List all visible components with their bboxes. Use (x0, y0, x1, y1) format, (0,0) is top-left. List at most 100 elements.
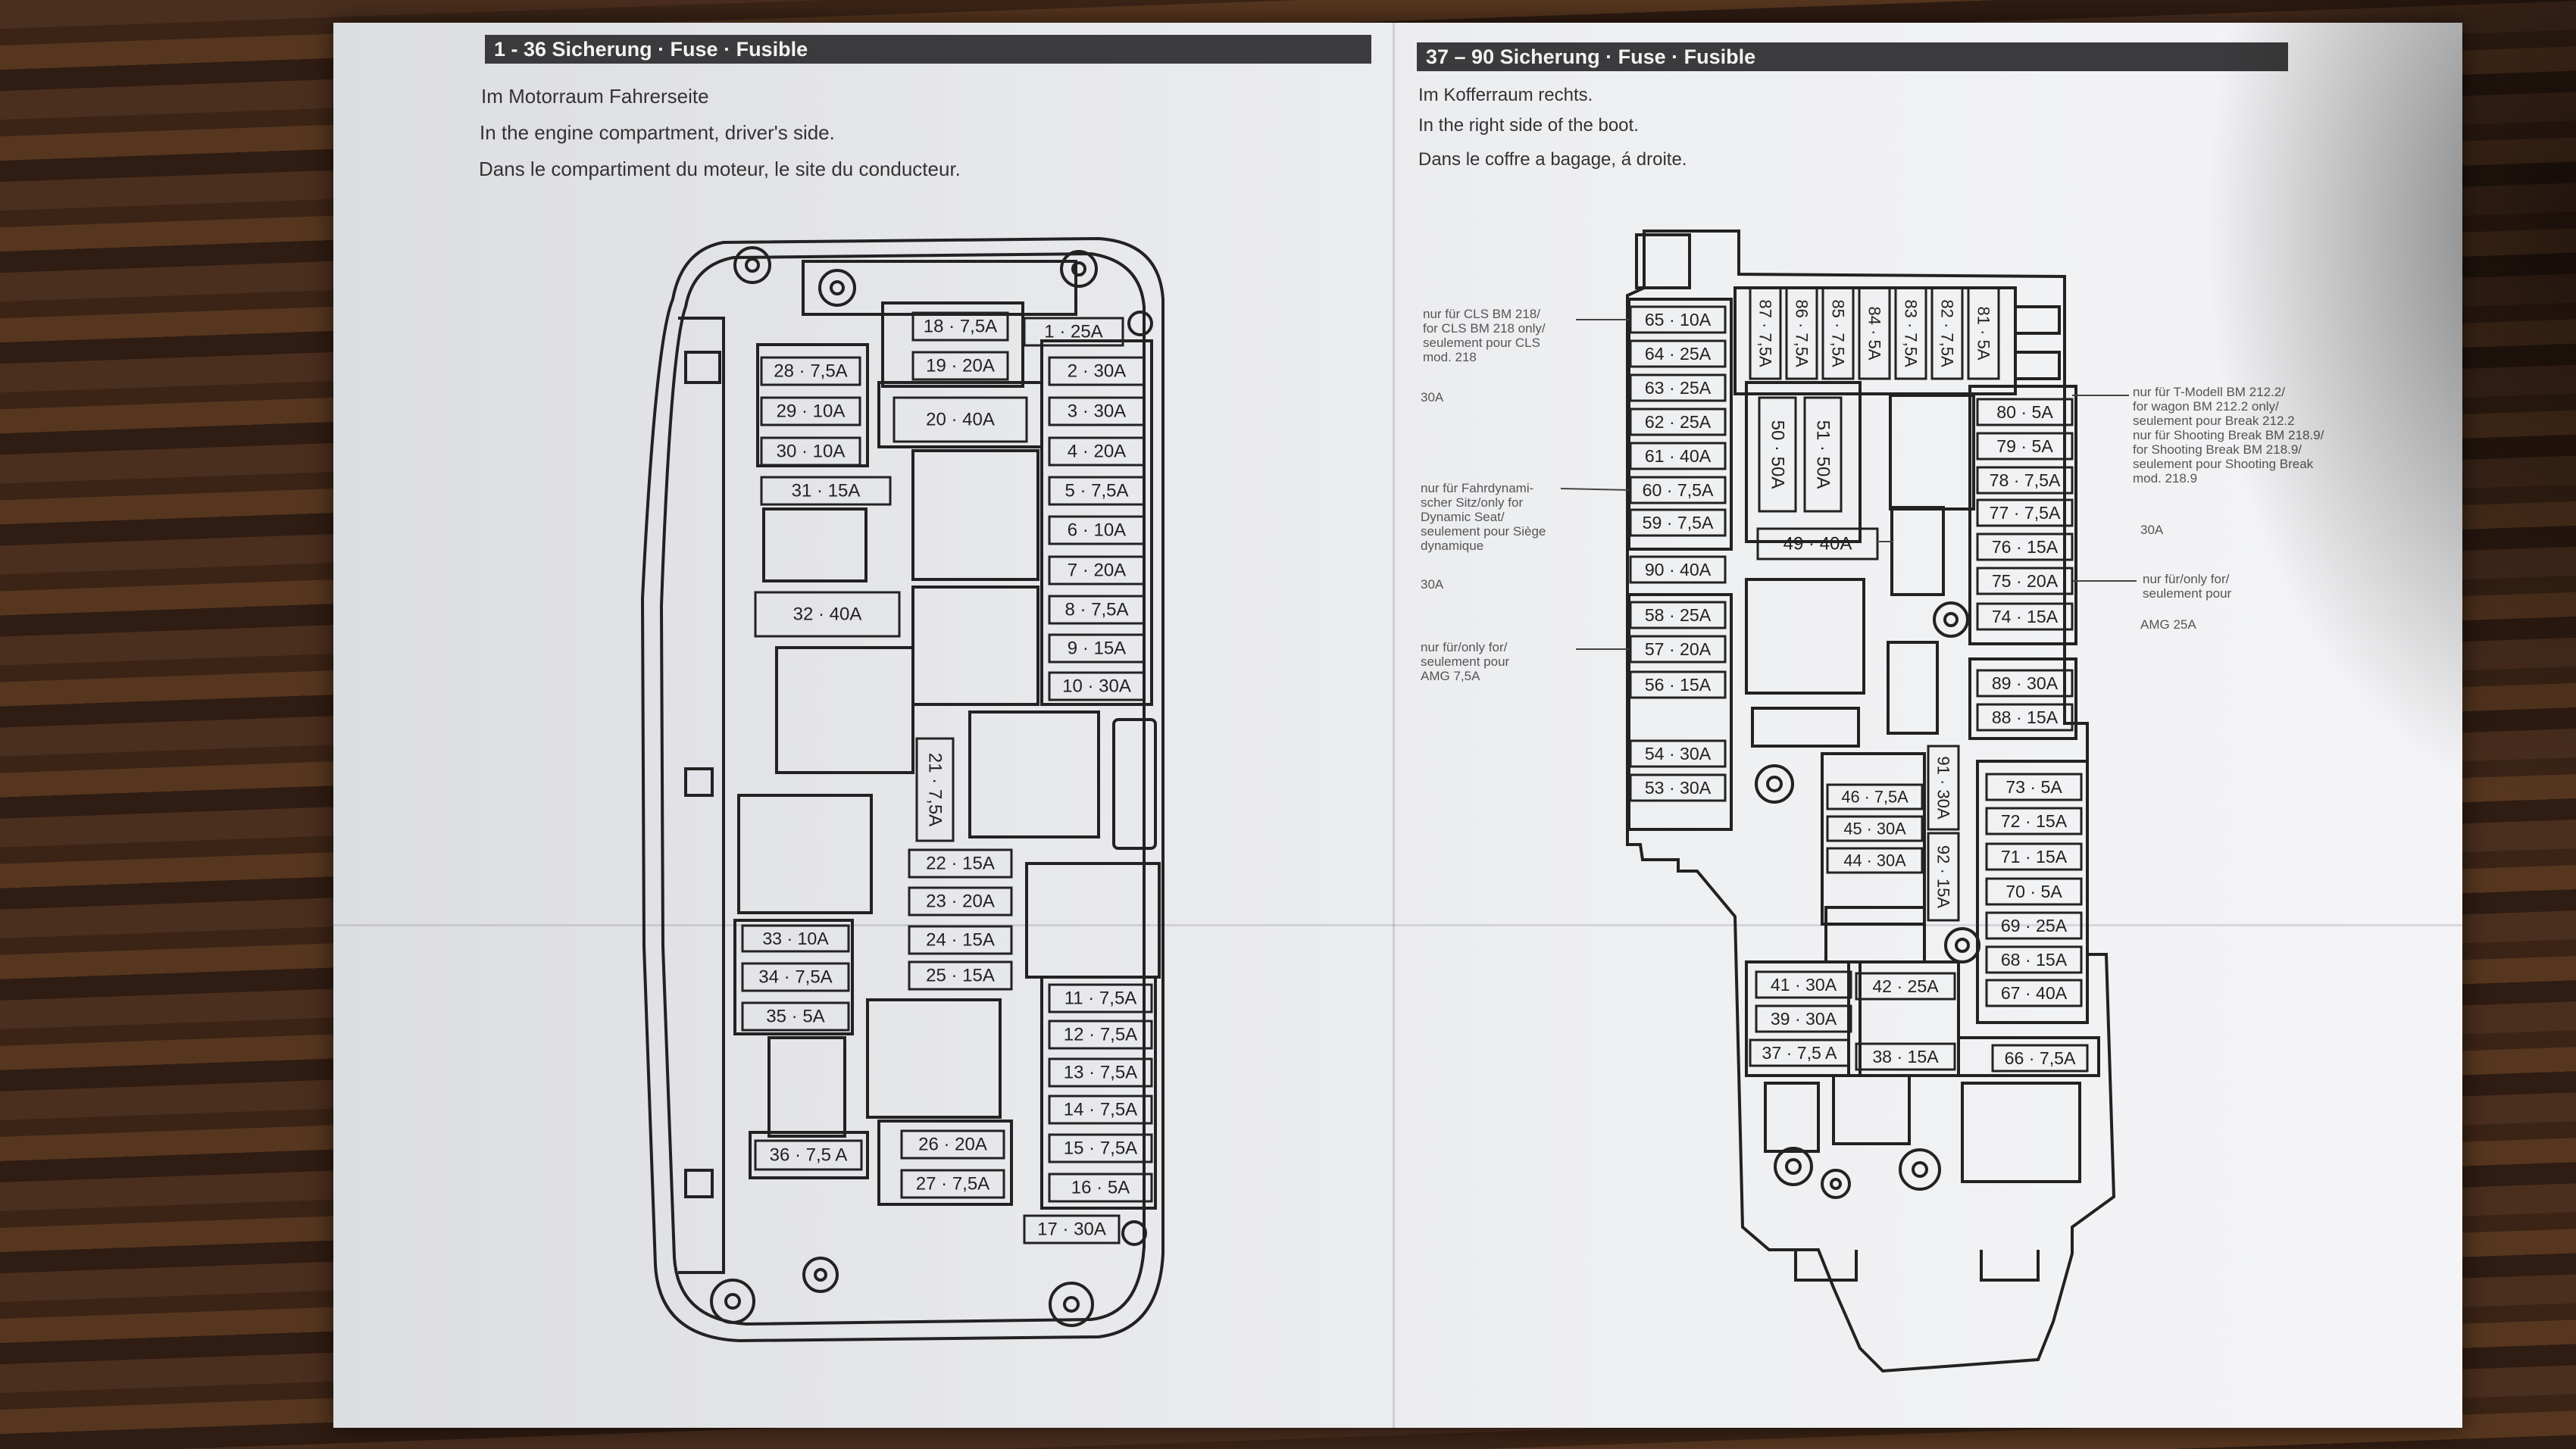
fuse-83-7-5a: 83 · 7,5A (1894, 286, 1927, 380)
fuse-label: 57 · 20A (1645, 639, 1712, 659)
fuse-85-7-5a: 85 · 7,5A (1821, 286, 1855, 380)
fuse-label: 62 · 25A (1645, 412, 1712, 432)
fuse-label: 45 · 30A (1843, 820, 1906, 838)
fuse-label: 10 · 30A (1062, 676, 1131, 697)
fuse-label: 33 · 10A (762, 929, 829, 948)
fuse-label: 27 · 7,5A (916, 1174, 989, 1194)
fuse-23-20a: 23 · 20A (908, 886, 1013, 917)
fuse-12-7-5a: 12 · 7,5A (1048, 1020, 1153, 1050)
fuse-label: 80 · 5A (1996, 402, 2053, 422)
fuse-label: 56 · 15A (1645, 675, 1712, 695)
fuse-61-40a: 61 · 40A (1629, 442, 1727, 470)
fuse-2-30a: 2 · 30A (1048, 356, 1146, 386)
fuse-56-15a: 56 · 15A (1629, 670, 1727, 699)
fuse-32-40a: 32 · 40A (754, 591, 901, 638)
fuse-28-7-5a: 28 · 7,5A (760, 356, 861, 386)
fuse-label: 36 · 7,5 A (770, 1145, 848, 1166)
fuse-25-15a: 25 · 15A (908, 960, 1013, 991)
fuse-label: 82 · 7,5A (1938, 299, 1957, 367)
fuse-64-25a: 64 · 25A (1629, 339, 1727, 368)
fuse-label: 89 · 30A (1992, 673, 2059, 693)
fuse-38-15a: 38 · 15A (1855, 1042, 1956, 1071)
fuse-label: 12 · 7,5A (1064, 1025, 1137, 1045)
fuse-label: 20 · 40A (926, 410, 995, 430)
fuse-33-10a: 33 · 10A (741, 924, 850, 953)
fuse-6-10a: 6 · 10A (1048, 515, 1146, 545)
fuse-label: 39 · 30A (1771, 1009, 1837, 1029)
fuse-79-5a: 79 · 5A (1976, 432, 2074, 461)
fuse-8-7-5a: 8 · 7,5A (1048, 595, 1146, 625)
fuse-13-7-5a: 13 · 7,5A (1048, 1057, 1153, 1088)
fuse-label: 72 · 15A (2001, 811, 2068, 831)
fuse-63-25a: 63 · 25A (1629, 373, 1727, 402)
fuse-90-40a: 90 · 40A (1629, 555, 1727, 584)
fuse-label: 7 · 20A (1068, 561, 1126, 581)
fuse-92-15a: 92 · 15A (1927, 832, 1960, 922)
fuse-label: 49 · 40A (1784, 534, 1852, 554)
fuse-label: 1 · 25A (1044, 322, 1102, 342)
fuse-label: 58 · 25A (1645, 605, 1712, 625)
fuse-label: 26 · 20A (918, 1135, 987, 1155)
fuse-16-5a: 16 · 5A (1048, 1173, 1153, 1203)
fuse-label: 16 · 5A (1071, 1178, 1130, 1198)
fuse-label: 91 · 30A (1934, 756, 1953, 819)
fuse-70-5a: 70 · 5A (1985, 877, 2083, 906)
fuse-37-7-5-a: 37 · 7,5 A (1749, 1038, 1850, 1067)
fuse-label: 2 · 30A (1068, 361, 1126, 382)
fuse-label: 76 · 15A (1992, 537, 2059, 557)
fuse-62-25a: 62 · 25A (1629, 408, 1727, 436)
fuse-label: 73 · 5A (2005, 777, 2062, 797)
fuse-label: 90 · 40A (1645, 560, 1712, 579)
fuse-51-50a: 51 · 50A (1803, 396, 1843, 513)
fuse-82-7-5a: 82 · 7,5A (1930, 286, 1964, 380)
fuse-76-15a: 76 · 15A (1976, 532, 2074, 561)
fuse-22-15a: 22 · 15A (908, 848, 1013, 879)
fuse-label: 53 · 30A (1645, 778, 1712, 798)
fuse-36-7-5-a: 36 · 7,5 A (754, 1139, 863, 1171)
fuse-57-20a: 57 · 20A (1629, 635, 1727, 664)
fuse-73-5a: 73 · 5A (1985, 773, 2083, 801)
fuse-label: 28 · 7,5A (774, 361, 847, 382)
fuse-label: 8 · 7,5A (1064, 600, 1128, 620)
fuse-label: 46 · 7,5A (1841, 788, 1909, 807)
fuse-84-5a: 84 · 5A (1858, 286, 1891, 380)
fuse-label: 68 · 15A (2001, 950, 2068, 970)
fuse-label: 81 · 5A (1974, 307, 1993, 361)
fuse-66-7-5a: 66 · 7,5A (1991, 1044, 2089, 1073)
fuse-label: 51 · 50A (1813, 420, 1834, 489)
fuse-72-15a: 72 · 15A (1985, 807, 2083, 835)
fuse-4-20a: 4 · 20A (1048, 436, 1146, 467)
fuse-label: 59 · 7,5A (1643, 513, 1714, 532)
fuse-label: 60 · 7,5A (1643, 480, 1714, 500)
fuse-78-7-5a: 78 · 7,5A (1976, 466, 2074, 495)
fuse-88-15a: 88 · 15A (1976, 703, 2074, 732)
fuse-label: 23 · 20A (926, 892, 995, 912)
fuse-34-7-5a: 34 · 7,5A (741, 962, 850, 992)
fuse-label: 19 · 20A (926, 356, 995, 376)
fuse-44-30a: 44 · 30A (1826, 847, 1924, 874)
fuse-68-15a: 68 · 15A (1985, 945, 2083, 974)
fuse-14-7-5a: 14 · 7,5A (1048, 1095, 1153, 1125)
fuse-label: 66 · 7,5A (2005, 1048, 2076, 1068)
fuse-label: 65 · 10A (1645, 310, 1712, 329)
fuse-label: 37 · 7,5 A (1762, 1043, 1838, 1063)
fuse-27-7-5a: 27 · 7,5A (900, 1169, 1005, 1199)
fuse-label: 50 · 50A (1768, 420, 1788, 489)
fuse-39-30a: 39 · 30A (1755, 1004, 1852, 1033)
fuse-label: 63 · 25A (1645, 378, 1712, 398)
fuse-77-7-5a: 77 · 7,5A (1976, 498, 2074, 527)
fuse-label: 75 · 20A (1992, 571, 2059, 591)
fuse-label: 6 · 10A (1068, 520, 1126, 541)
fuse-26-20a: 26 · 20A (900, 1129, 1005, 1160)
fuse-label: 38 · 15A (1872, 1047, 1939, 1066)
fuse-42-25a: 42 · 25A (1855, 972, 1956, 1001)
fuse-label: 21 · 7,5A (925, 753, 946, 826)
fuse-30-10a: 30 · 10A (760, 436, 861, 467)
fuse-label: 78 · 7,5A (1990, 470, 2061, 490)
fuse-label: 35 · 5A (766, 1007, 824, 1027)
fuse-label: 11 · 7,5A (1064, 988, 1137, 1009)
fuse-29-10a: 29 · 10A (760, 396, 861, 426)
fuse-31-15a: 31 · 15A (760, 476, 892, 506)
